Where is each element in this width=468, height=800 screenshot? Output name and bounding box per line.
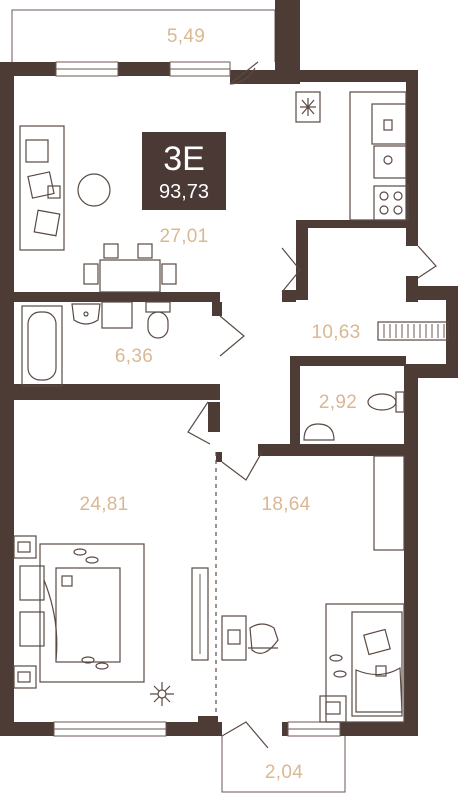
balcony-top: [11, 9, 276, 62]
area-bedroom-right: 18,64: [261, 494, 310, 515]
watermark-logo-icon: [7, 774, 23, 790]
shelf: [191, 567, 209, 661]
bathtub: [21, 305, 63, 387]
dining-table: [83, 243, 177, 293]
plant-icon: [150, 682, 174, 706]
toilet-sink: [303, 423, 335, 441]
walls: [0, 0, 458, 736]
area-kitchen-living: 27,01: [159, 226, 208, 247]
coffee-table: [77, 173, 111, 207]
radiator: [377, 321, 449, 341]
bedside-table-left-top: [13, 535, 37, 559]
bedside-table-right: [319, 695, 347, 723]
desk: [221, 615, 279, 661]
bed-right: [325, 603, 405, 723]
watermark: [6, 770, 136, 794]
area-hall: 10,63: [311, 322, 360, 343]
doors: [187, 61, 437, 749]
balcony-bottom: [221, 736, 346, 793]
area-toilet: 2,92: [319, 392, 357, 413]
area-bedroom-left: 24,81: [79, 494, 128, 515]
bath-toilet: [145, 301, 171, 339]
washbasin: [71, 303, 101, 325]
toilet: [367, 391, 405, 413]
washing-machine: [101, 301, 133, 329]
slippers-right-icon: [329, 654, 347, 678]
apartment-total-area: 93,73: [159, 181, 209, 203]
bed-left: [19, 543, 145, 683]
sofa: [19, 125, 65, 251]
area-bathroom: 6,36: [115, 346, 153, 367]
bedside-table-left-bottom: [13, 665, 37, 689]
wardrobe: [373, 455, 405, 551]
area-balcony-top: 5,49: [167, 26, 205, 47]
area-balcony-bottom: 2,04: [265, 762, 303, 783]
apartment-badge: 3E 93,73: [142, 132, 226, 210]
apartment-type: 3E: [163, 140, 205, 178]
windows: [53, 61, 341, 737]
slippers-icon: [73, 548, 109, 670]
kitchen-counter: [295, 91, 409, 221]
